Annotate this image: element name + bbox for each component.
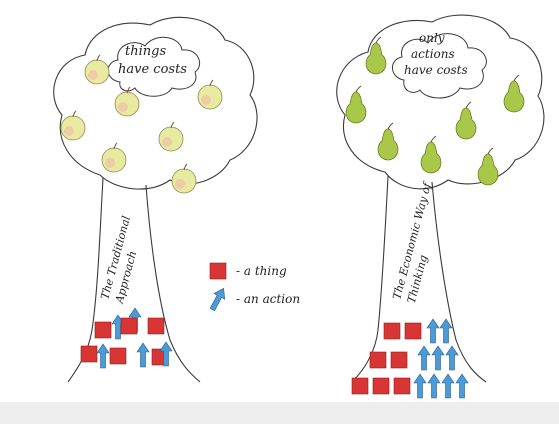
legend: - a thing - an action — [206, 262, 300, 313]
apple-icon — [60, 110, 86, 141]
right-cloud — [392, 33, 487, 99]
right-cloud-line3: have costs — [404, 63, 468, 77]
thing-square — [120, 317, 138, 335]
pear-icon — [377, 122, 399, 161]
action-arrow-icon — [413, 373, 427, 399]
pear-icon — [455, 101, 477, 140]
action-arrow-icon — [441, 373, 455, 399]
legend-thing-label: - a thing — [236, 264, 287, 278]
thing-square — [404, 322, 422, 340]
right-tree-trunk — [351, 175, 487, 383]
action-arrow-icon — [136, 342, 150, 368]
action-arrow-icon — [431, 345, 445, 371]
apple-icon — [171, 163, 197, 194]
action-arrow-icon — [455, 373, 469, 399]
legend-thing-square — [209, 262, 227, 280]
apple-icon — [158, 121, 184, 152]
apple-icon — [101, 142, 127, 173]
left-cloud-line1: things — [125, 44, 166, 59]
right-cloud-line2: actions — [411, 47, 455, 61]
apple-icon — [197, 79, 223, 110]
apple-icon — [84, 54, 110, 85]
apple-icon — [114, 86, 140, 117]
action-arrow-icon — [96, 343, 110, 369]
legend-action-label: - an action — [236, 292, 300, 306]
action-arrow-icon — [426, 318, 440, 344]
thing-square — [369, 351, 387, 369]
action-arrow-icon — [427, 373, 441, 399]
left-tree-trunk — [67, 177, 201, 383]
thing-square — [94, 321, 112, 339]
thing-square — [383, 322, 401, 340]
action-arrow-icon — [445, 345, 459, 371]
left-cloud-line2: have costs — [118, 62, 187, 77]
left-things-actions — [80, 307, 173, 369]
thing-square — [390, 351, 408, 369]
pear-icon — [503, 74, 525, 113]
pear-icon — [477, 147, 499, 186]
pear-icon — [345, 85, 367, 124]
right-tree-crown — [336, 14, 545, 190]
thing-square — [80, 345, 98, 363]
paper-edge — [0, 402, 559, 424]
legend-action-arrow-icon — [206, 285, 230, 313]
action-arrow-icon — [417, 345, 431, 371]
left-tree: things have costs The Traditional Approa… — [53, 16, 258, 383]
left-trunk-label: The Traditional Approach — [98, 211, 148, 306]
pear-icon — [420, 135, 442, 174]
left-cloud — [107, 36, 200, 97]
thing-square — [109, 347, 127, 365]
thing-square — [351, 377, 369, 395]
pear-icon — [365, 36, 387, 75]
thing-square — [393, 377, 411, 395]
right-cloud-line1: only — [419, 31, 445, 45]
action-arrow-icon — [439, 318, 453, 344]
right-tree: only actions have costs The Economic Way… — [336, 14, 545, 399]
thing-square — [372, 377, 390, 395]
right-trunk-label: The Economic Way of Thinking — [390, 178, 449, 304]
thing-square — [147, 317, 165, 335]
